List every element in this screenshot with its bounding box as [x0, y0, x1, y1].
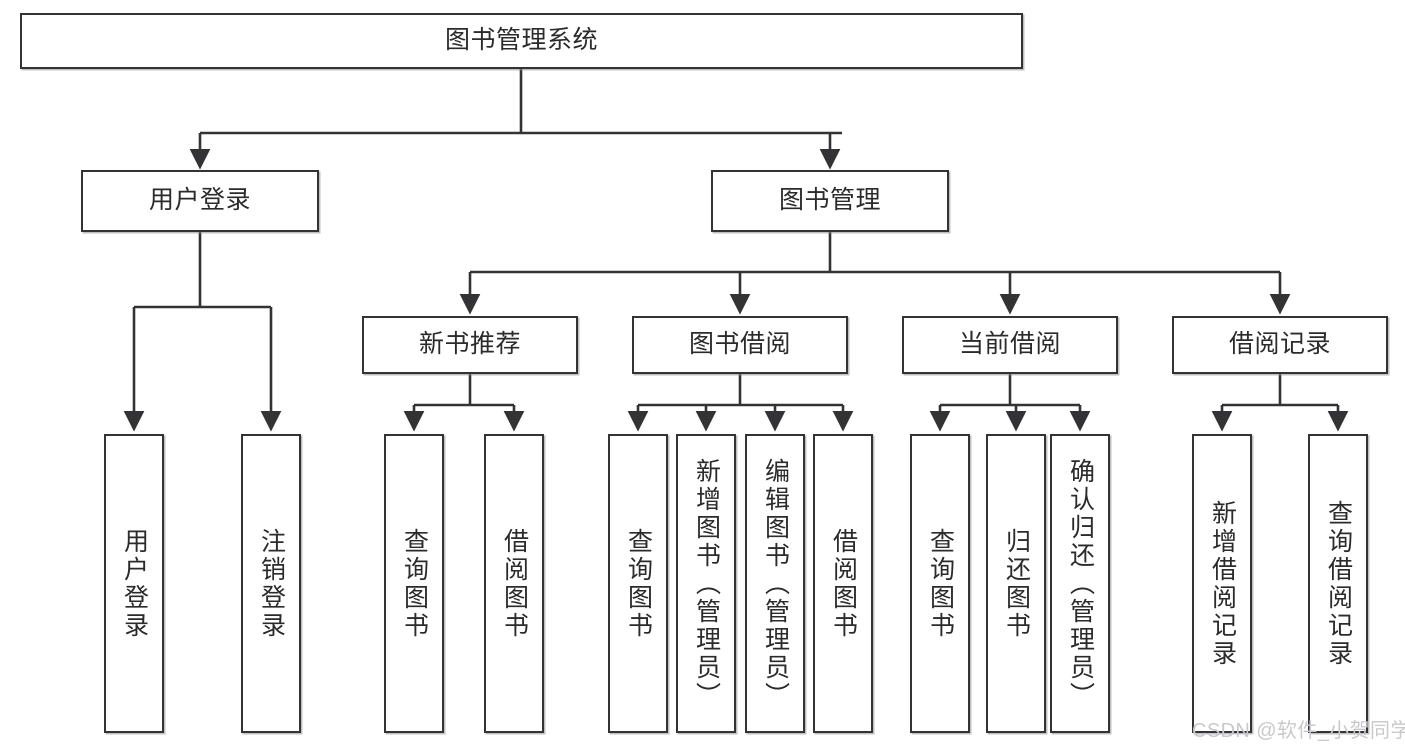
node-leaf-user-login[interactable]: 用户登录 [104, 434, 164, 733]
node-root-book-management-system[interactable]: 图书管理系统 [20, 13, 1023, 69]
node-user-login[interactable]: 用户登录 [81, 170, 319, 232]
node-leaf-query-book-current[interactable]: 查询图书 [910, 434, 970, 733]
node-leaf-edit-book-admin[interactable]: 编辑图书（管理员） [745, 434, 805, 733]
node-label: 查询图书 [400, 527, 429, 640]
watermark: CSDN @软件_小贺同学 [1192, 720, 1405, 742]
node-current-borrow[interactable]: 当前借阅 [902, 316, 1118, 374]
node-label: 图书管理系统 [444, 26, 598, 55]
node-label: 用户登录 [148, 186, 251, 215]
node-label: 图书借阅 [688, 330, 791, 359]
node-label: 借阅图书 [500, 527, 529, 640]
node-label: 新增图书（管理员） [692, 457, 721, 710]
node-label: 新书推荐 [418, 330, 521, 359]
node-label: 用户登录 [120, 527, 149, 640]
node-borrow-record[interactable]: 借阅记录 [1172, 316, 1388, 374]
node-label: 查询图书 [926, 527, 955, 640]
node-leaf-borrow-book[interactable]: 借阅图书 [813, 434, 873, 733]
node-leaf-query-book-borrow[interactable]: 查询图书 [608, 434, 668, 733]
node-label: 归还图书 [1002, 527, 1031, 640]
node-leaf-borrow-book-recommendation[interactable]: 借阅图书 [484, 434, 544, 733]
node-new-book-recommendation[interactable]: 新书推荐 [362, 316, 578, 374]
node-leaf-query-book-recommendation[interactable]: 查询图书 [384, 434, 444, 733]
node-label: 新增借阅记录 [1208, 499, 1237, 668]
node-leaf-add-borrow-record[interactable]: 新增借阅记录 [1192, 434, 1252, 733]
node-label: 借阅图书 [829, 527, 858, 640]
node-label: 查询借阅记录 [1324, 499, 1353, 668]
node-book-management[interactable]: 图书管理 [711, 170, 949, 232]
node-label: 当前借阅 [958, 330, 1061, 359]
node-leaf-return-book[interactable]: 归还图书 [986, 434, 1046, 733]
node-leaf-confirm-return-admin[interactable]: 确认归还（管理员） [1050, 434, 1110, 733]
node-label: 编辑图书（管理员） [761, 457, 790, 710]
node-label: 注销登录 [257, 527, 286, 640]
node-book-borrow[interactable]: 图书借阅 [632, 316, 848, 374]
node-label: 图书管理 [778, 186, 881, 215]
node-leaf-add-book-admin[interactable]: 新增图书（管理员） [676, 434, 736, 733]
node-leaf-user-logout[interactable]: 注销登录 [241, 434, 301, 733]
node-label: 查询图书 [624, 527, 653, 640]
node-label: 确认归还（管理员） [1066, 457, 1095, 710]
node-label: 借阅记录 [1228, 330, 1331, 359]
node-leaf-query-borrow-record[interactable]: 查询借阅记录 [1308, 434, 1368, 733]
